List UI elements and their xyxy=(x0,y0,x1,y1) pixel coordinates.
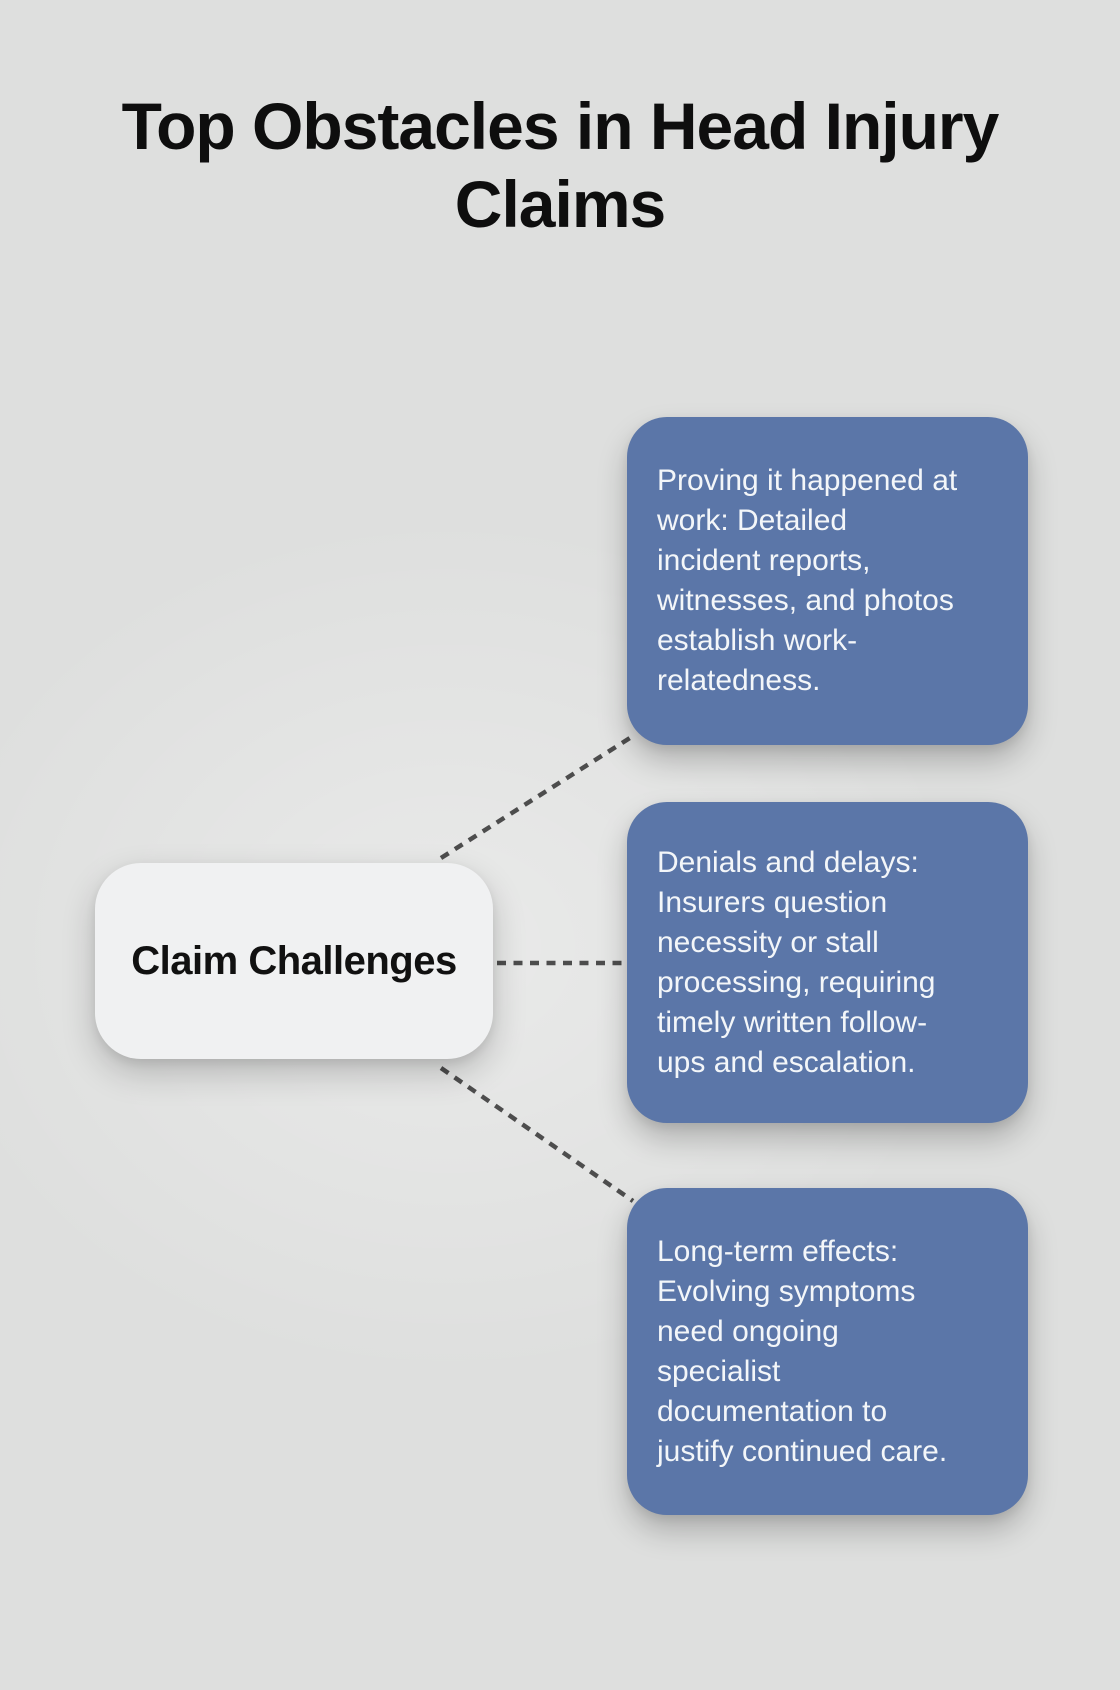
card-proving-text: Proving it happened at work: Detailed in… xyxy=(657,464,958,697)
connector-to-card-proving xyxy=(439,734,635,860)
card-long-term-effects: Long-term effects: Evolving symptoms nee… xyxy=(627,1188,1028,1515)
card-long-term-text: Long-term effects: Evolving symptoms nee… xyxy=(657,1234,948,1468)
card-denials-text: Denials and delays: Insurers question ne… xyxy=(657,845,936,1079)
central-node-label: Claim Challenges xyxy=(131,938,457,983)
central-node-claim-challenges: Claim Challenges xyxy=(95,863,493,1059)
page-title: Top Obstacles in Head Injury Claims xyxy=(121,89,1000,241)
card-proving-it-happened: Proving it happened at work: Detailed in… xyxy=(627,417,1028,745)
connector-to-card-long-term xyxy=(439,1066,635,1203)
card-denials-and-delays: Denials and delays: Insurers question ne… xyxy=(627,802,1028,1123)
